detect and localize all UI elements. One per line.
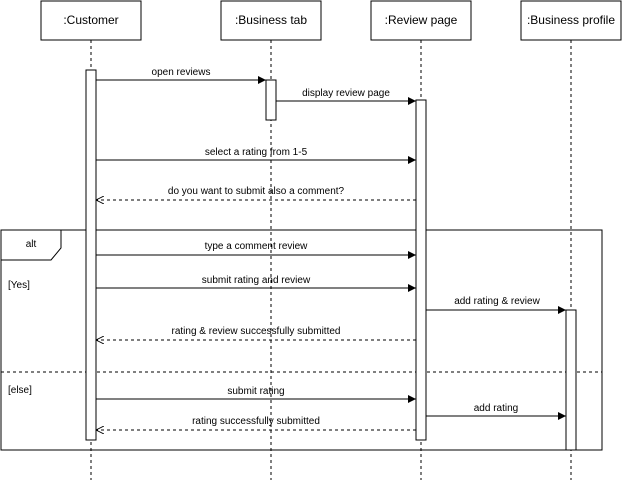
message-add-rating-review-label: add rating & review — [454, 296, 540, 307]
activation-customer — [85, 69, 97, 441]
activation-business-profile — [565, 309, 577, 451]
message-type-comment-label: type a comment review — [205, 241, 309, 252]
participant-review-page-label: :Review page — [385, 13, 458, 27]
participant-review-page: :Review page — [370, 0, 472, 41]
guard-yes: [Yes] — [8, 280, 30, 291]
alt-operator-label: alt — [26, 239, 37, 250]
alt-operator-tab — [1, 229, 62, 261]
message-select-rating: select a rating from 1-5 — [96, 147, 416, 164]
message-type-comment: type a comment review — [96, 241, 416, 259]
message-open-reviews-label: open reviews — [152, 67, 211, 78]
message-ask-comment-label: do you want to submit also a comment? — [168, 186, 345, 197]
message-select-rating-label: select a rating from 1-5 — [205, 147, 308, 158]
alt-fragment: alt [Yes] [else] — [0, 229, 603, 451]
message-ask-comment: do you want to submit also a comment? — [96, 186, 416, 200]
participant-customer: :Customer — [40, 0, 142, 41]
activation-business-tab — [265, 79, 277, 121]
message-submit-rating-review-label: submit rating and review — [202, 275, 311, 286]
message-add-rating-label: add rating — [474, 403, 518, 414]
participant-customer-label: :Customer — [63, 13, 118, 27]
message-rating-submitted: rating successfully submitted — [96, 416, 416, 430]
guard-else: [else] — [8, 385, 32, 396]
message-display-review-page: display review page — [276, 88, 416, 105]
message-rating-submitted-label: rating successfully submitted — [192, 416, 320, 427]
participant-business-tab: :Business tab — [220, 0, 322, 41]
message-add-rating: add rating — [426, 403, 566, 420]
message-review-submitted: rating & review successfully submitted — [96, 326, 416, 340]
message-submit-rating-label: submit rating — [227, 386, 284, 397]
message-add-rating-review: add rating & review — [426, 296, 566, 314]
participant-business-profile: :Business profile — [520, 0, 622, 41]
message-display-review-page-label: display review page — [302, 88, 390, 99]
activation-review-page — [415, 99, 427, 441]
message-review-submitted-label: rating & review successfully submitted — [172, 326, 341, 337]
message-open-reviews: open reviews — [96, 67, 266, 84]
message-submit-rating: submit rating — [96, 386, 416, 403]
participant-business-profile-label: :Business profile — [527, 13, 615, 27]
message-submit-rating-review: submit rating and review — [96, 275, 416, 292]
participant-business-tab-label: :Business tab — [235, 13, 307, 27]
